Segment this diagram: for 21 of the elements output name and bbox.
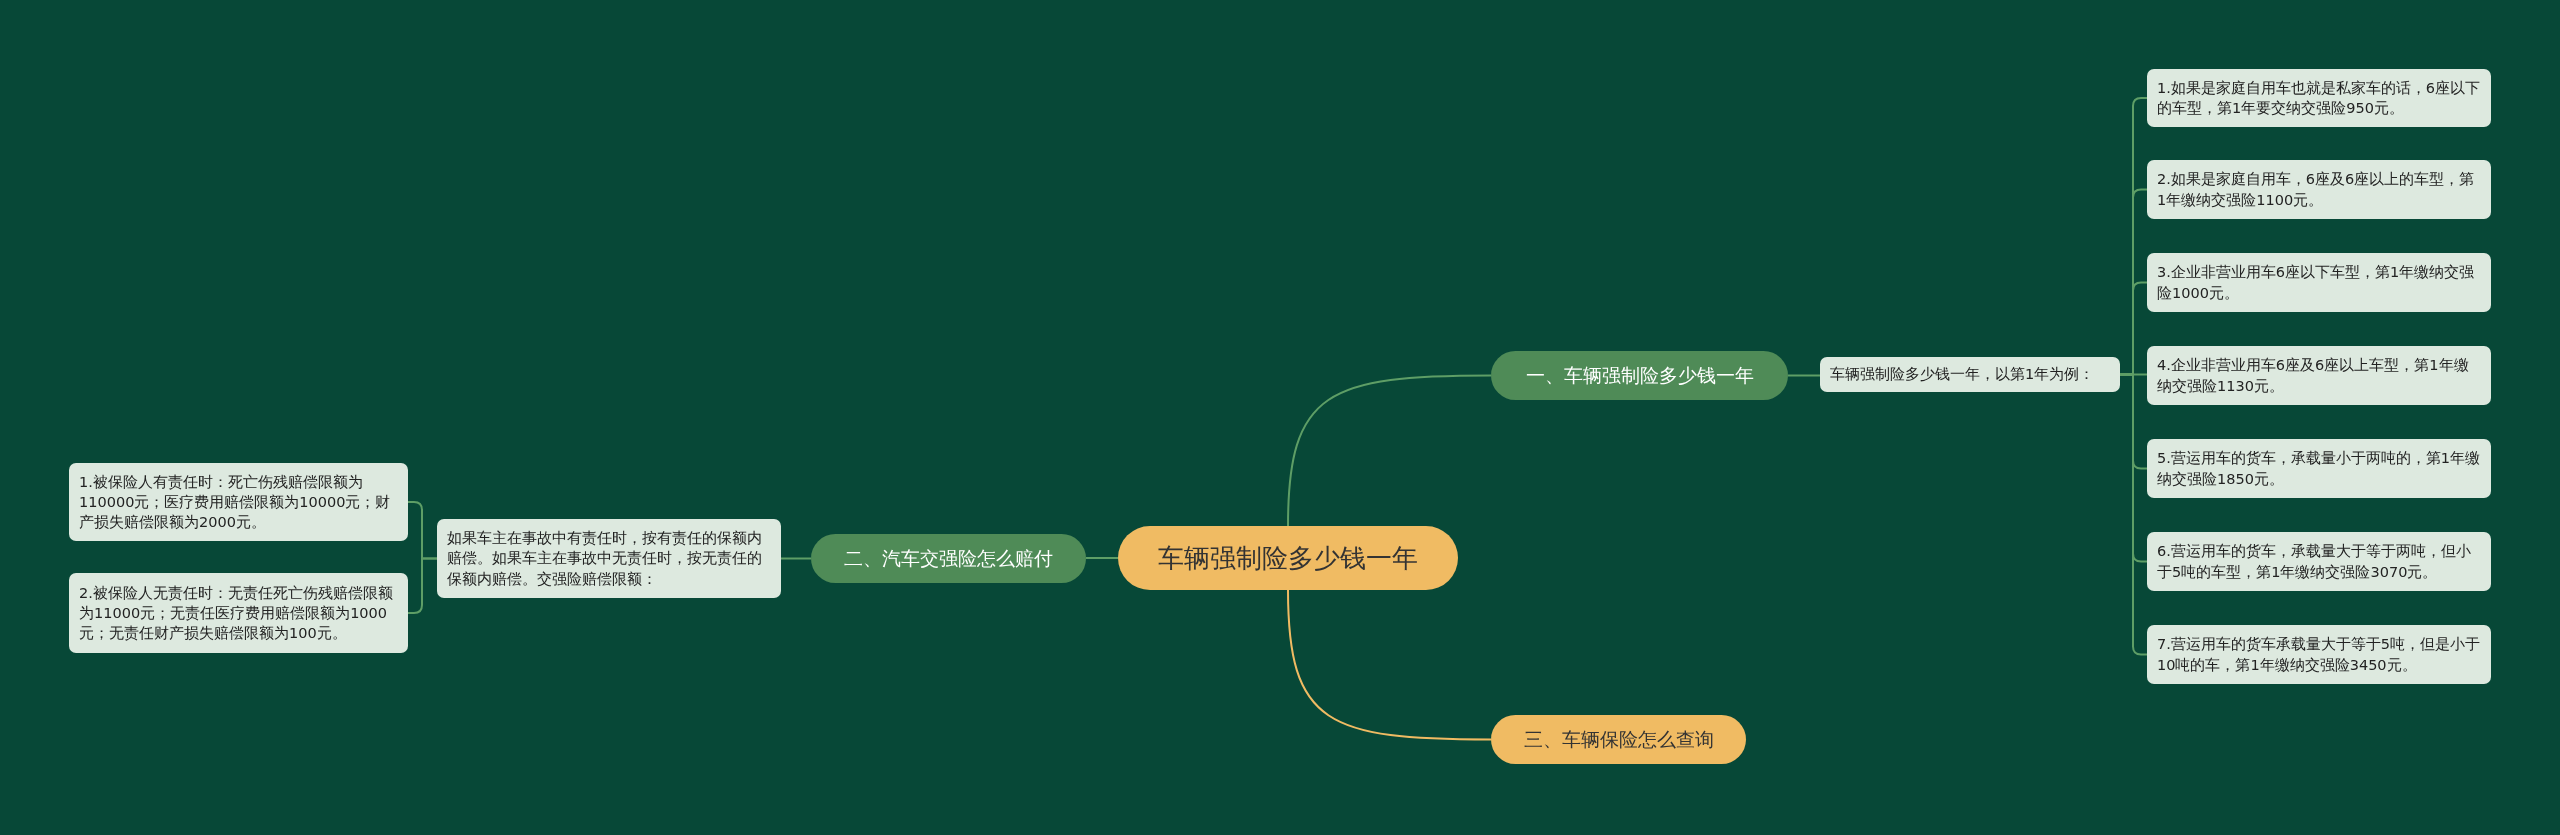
subtopic-card: 如果车主在事故中有责任时，按有责任的保额内赔偿。如果车主在事故中无责任时，按无责任的保额内赔偿。交强险赔偿限额： <box>437 519 781 598</box>
subtopic-card: 5.营运用车的货车，承载量小于两吨的，第1年缴纳交强险1850元。 <box>2147 439 2491 498</box>
subtopic-card: 7.营运用车的货车承载量大于等于5吨，但是小于10吨的车，第1年缴纳交强险3450元。 <box>2147 625 2491 684</box>
subtopic-card: 4.企业非营业用车6座及6座以上车型，第1年缴纳交强险1130元。 <box>2147 346 2491 405</box>
subtopic-card: 1.如果是家庭自用车也就是私家车的话，6座以下的车型，第1年要交纳交强险950元。 <box>2147 69 2491 127</box>
connector-line <box>780 557 812 560</box>
subtopic-card: 2.如果是家庭自用车，6座及6座以上的车型，第1年缴纳交强险1100元。 <box>2147 160 2491 219</box>
connector-line <box>1287 374 1492 527</box>
subtopic-card: 3.企业非营业用车6座以下车型，第1年缴纳交强险1000元。 <box>2147 253 2491 312</box>
branch-topic: 一、车辆强制险多少钱一年 <box>1491 351 1788 400</box>
branch-topic: 三、车辆保险怎么查询 <box>1491 715 1746 764</box>
subtopic-card: 车辆强制险多少钱一年，以第1年为例： <box>1820 357 2120 392</box>
branch-topic: 二、汽车交强险怎么赔付 <box>811 534 1086 583</box>
connector-line <box>1085 557 1119 559</box>
subtopic-card: 2.被保险人无责任时：无责任死亡伤残赔偿限额为11000元；无责任医疗费用赔偿限额为1000元；无责任财产损失赔偿限额为100元。 <box>69 573 408 653</box>
connector-line <box>1287 589 1492 741</box>
subtopic-card: 1.被保险人有责任时：死亡伤残赔偿限额为110000元；医疗费用赔偿限额为10000元；财产损失赔偿限额为2000元。 <box>69 463 408 541</box>
subtopic-card: 6.营运用车的货车，承载量大于等于两吨，但小于5吨的车型，第1年缴纳交强险3070元。 <box>2147 532 2491 591</box>
connector-line <box>1787 374 1821 377</box>
central-topic: 车辆强制险多少钱一年 <box>1118 526 1458 590</box>
connector-line <box>2119 373 2148 656</box>
